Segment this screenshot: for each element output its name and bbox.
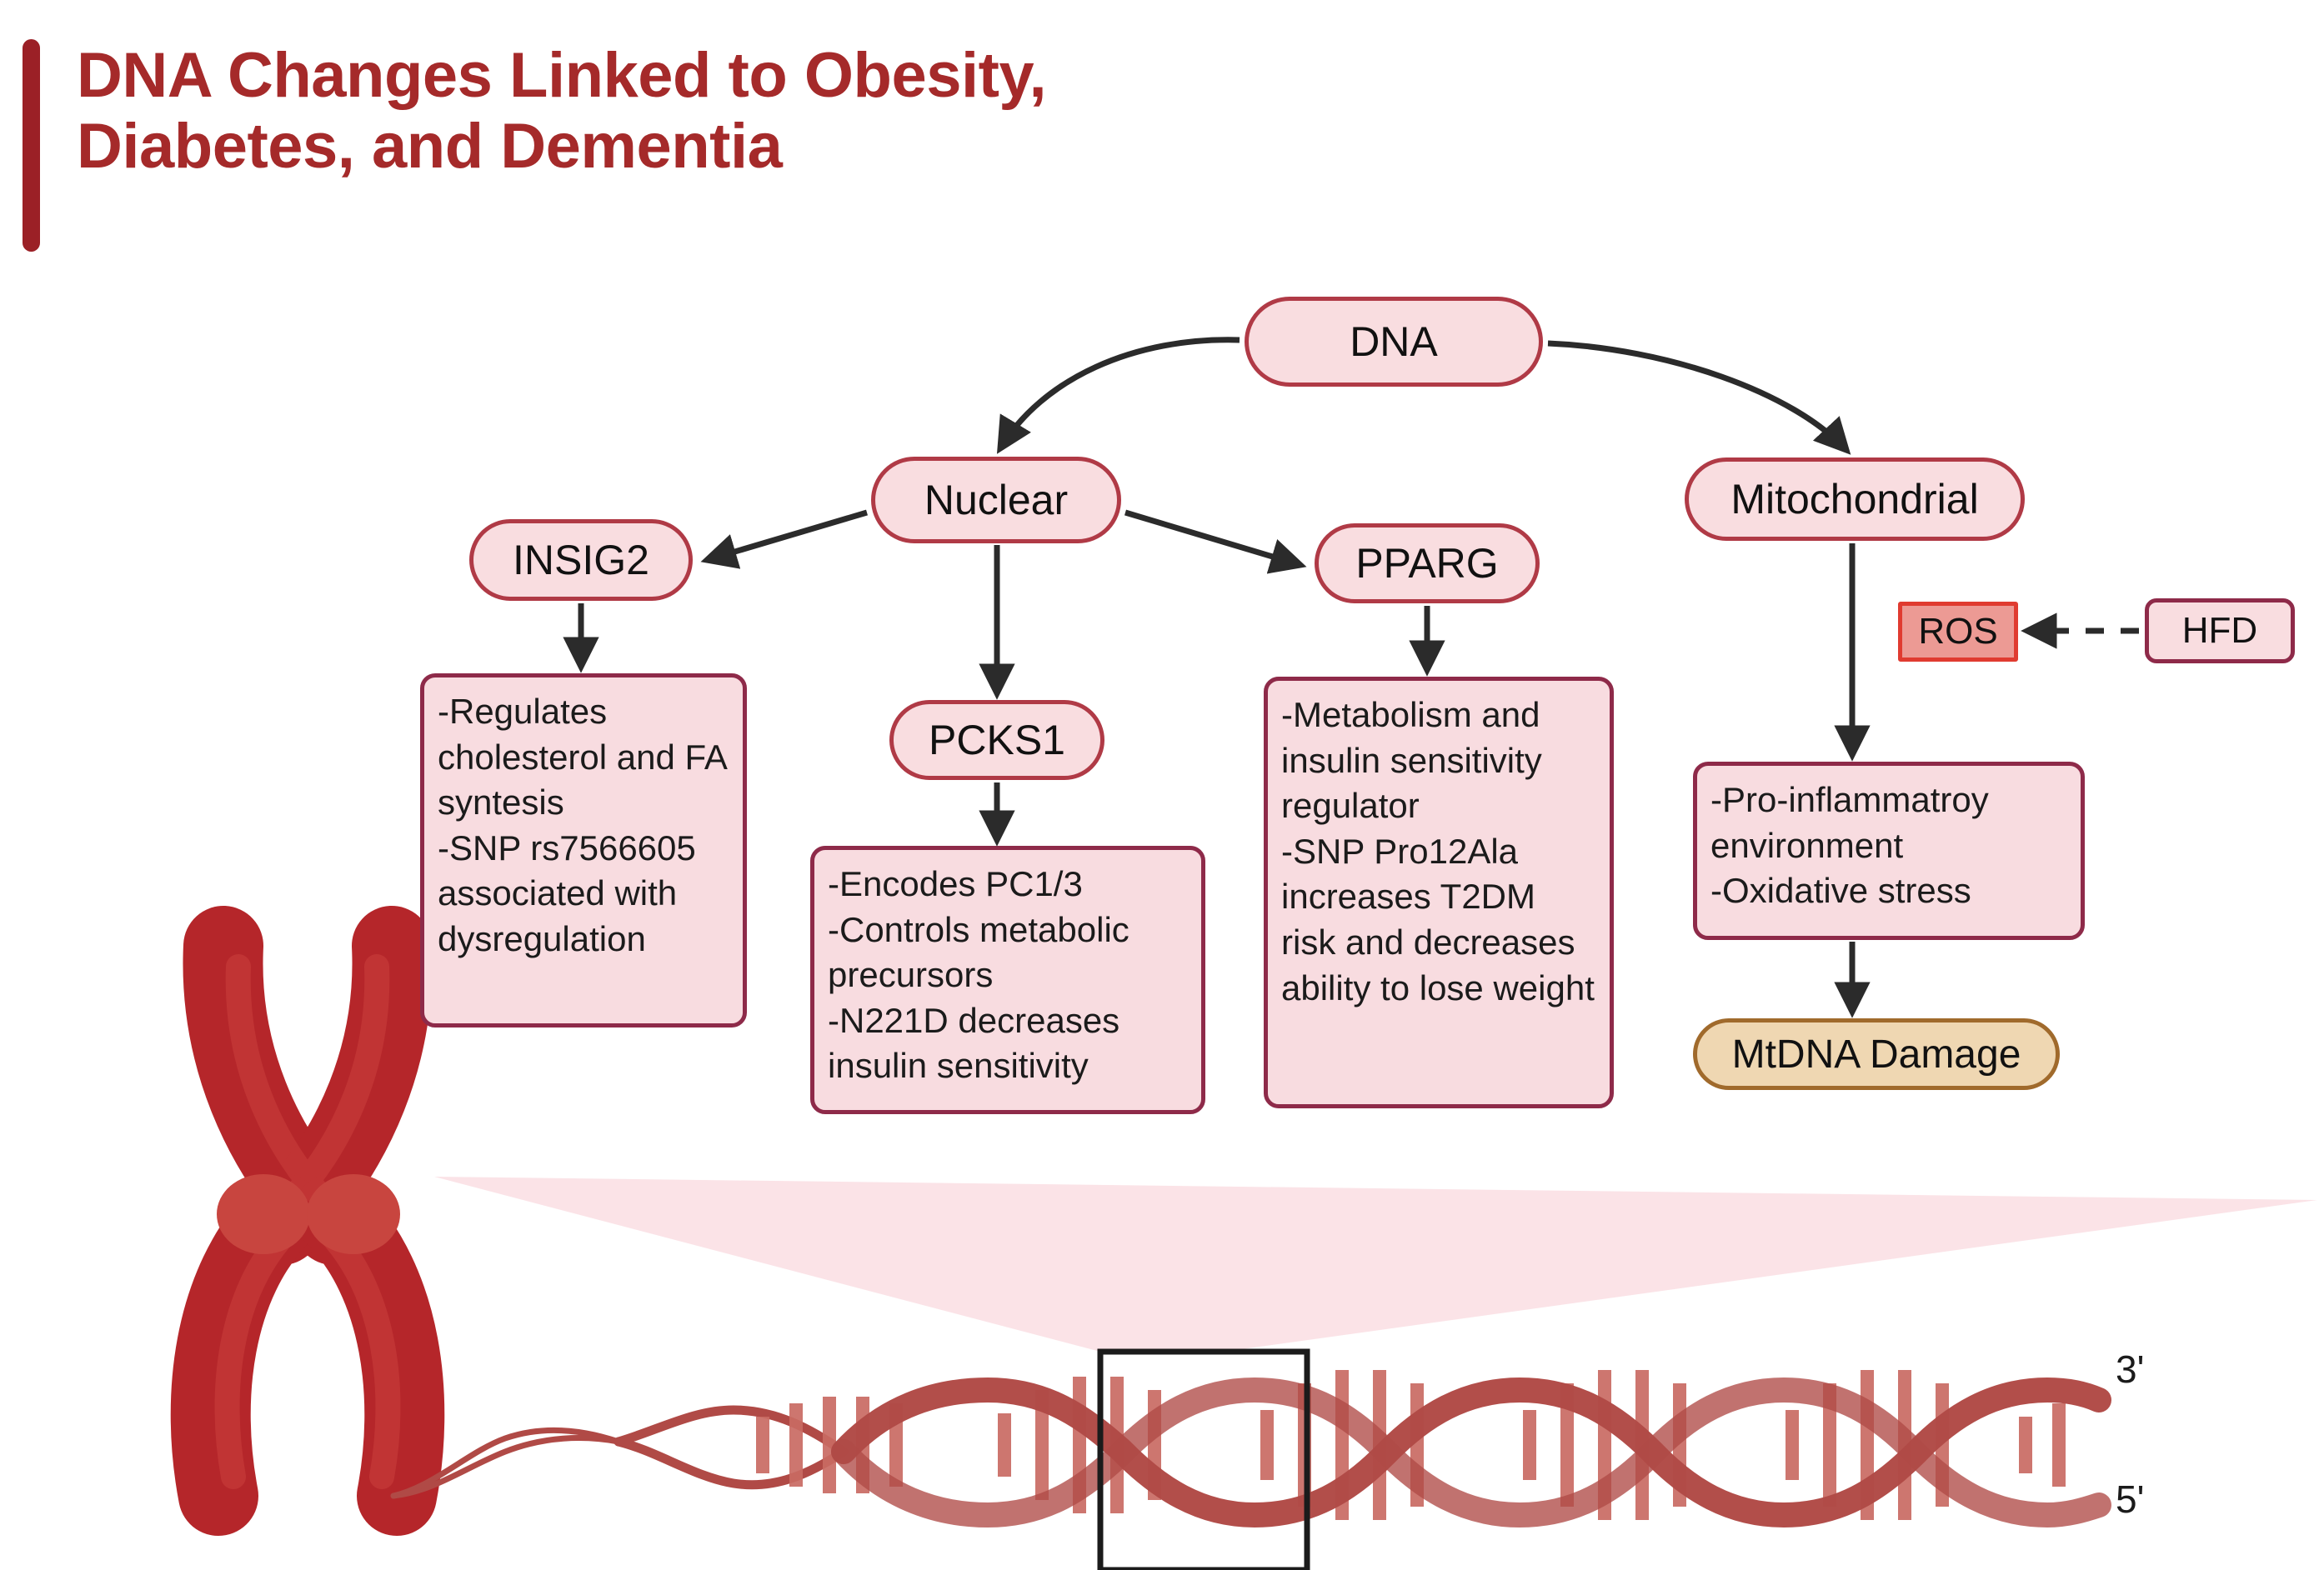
dna-double-helix	[756, 1370, 2111, 1528]
node-ros[interactable]: ROS	[1898, 602, 2018, 662]
node-nuclear[interactable]: Nuclear	[871, 457, 1121, 543]
node-mtdna-damage[interactable]: MtDNA Damage	[1693, 1018, 2060, 1090]
detail-box-pparg: -Metabolism and insulin sensitivity regu…	[1264, 677, 1614, 1108]
edge-dna-nuclear	[996, 337, 1240, 454]
detail-box-insig2: -Regulates cholesterol and FA syntesis -…	[420, 673, 747, 1028]
magnification-cone	[434, 1177, 2317, 1352]
page-title: DNA Changes Linked to Obesity, Diabetes,…	[77, 40, 1047, 182]
edge-dna-mitochondrial	[1547, 340, 1851, 455]
node-pcks1[interactable]: PCKS1	[889, 700, 1104, 780]
node-dna[interactable]: DNA	[1245, 297, 1543, 387]
detail-box-pcks1: -Encodes PC1/3 -Controls metabolic precu…	[810, 846, 1205, 1114]
helix-highlight-box	[1097, 1348, 1310, 1570]
base-pair-rungs	[756, 1370, 2066, 1520]
helix-label-5prime: 5'	[2116, 1478, 2145, 1521]
helix-strand-a	[831, 1377, 2111, 1528]
detail-box-mitochondrial: -Pro-inflammatroy environment -Oxidative…	[1693, 762, 2085, 940]
helix-label-3prime: 3'	[2116, 1348, 2145, 1391]
helix-tail	[390, 1405, 849, 1499]
node-pparg[interactable]: PPARG	[1315, 523, 1540, 603]
title-accent-bar	[23, 39, 40, 252]
node-insig2[interactable]: INSIG2	[469, 519, 693, 601]
helix-strand-b	[831, 1377, 2111, 1528]
edge-nuclear-pparg	[1124, 509, 1307, 574]
chromosome-illustration	[170, 906, 445, 1536]
edge-nuclear-insig2	[700, 509, 868, 569]
node-hfd[interactable]: HFD	[2145, 598, 2295, 663]
node-mitochondrial[interactable]: Mitochondrial	[1685, 458, 2025, 541]
